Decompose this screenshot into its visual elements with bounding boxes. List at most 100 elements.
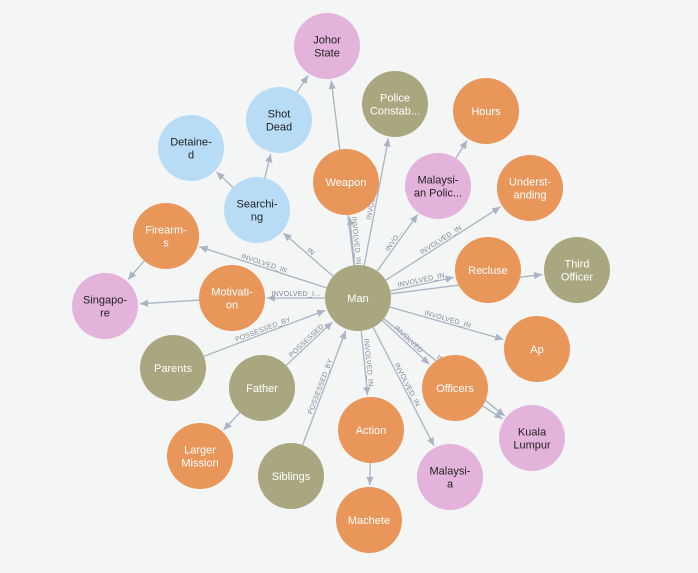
node-label: Action: [356, 425, 387, 437]
edge-malpol-hours: [455, 140, 468, 159]
edge-searching-shotdead: [264, 153, 273, 179]
node-circle: [497, 155, 563, 221]
edge-label: INVOLVED_IN: [350, 216, 362, 264]
edge-shotdead-johor: [296, 75, 309, 93]
edge-man-officers: [381, 319, 430, 365]
node-label: Malaysi-: [418, 175, 459, 187]
node-circle: [325, 265, 391, 331]
node-father[interactable]: Father: [229, 355, 295, 421]
edge-man-police: [363, 138, 391, 266]
edge-parents-man: [203, 309, 326, 357]
edge-label: INVOLVED_IN: [423, 310, 471, 330]
node-circle: [362, 71, 428, 137]
node-man[interactable]: Man: [325, 265, 391, 331]
node-circle: [199, 265, 265, 331]
node-label: Kuala: [518, 427, 547, 439]
node-circle: [72, 273, 138, 339]
node-label: Man: [347, 293, 368, 305]
node-label: State: [314, 48, 340, 60]
node-label: Singapo-: [83, 295, 127, 307]
node-label: Malaysi-: [430, 466, 471, 478]
node-label: a: [447, 479, 454, 491]
node-police[interactable]: PoliceConstab...: [362, 71, 428, 137]
node-firearms[interactable]: Firearm-s: [133, 203, 199, 269]
node-label: Weapon: [326, 177, 367, 189]
edge-man-malpol: [376, 214, 419, 272]
node-action[interactable]: Action: [338, 397, 404, 463]
node-circle: [294, 13, 360, 79]
edge-label: POSSESSED_BY: [307, 358, 334, 416]
node-circle: [422, 355, 488, 421]
node-singapore[interactable]: Singapo-re: [72, 273, 138, 339]
node-circle: [258, 443, 324, 509]
edge-man-action: [360, 330, 371, 396]
edge-man-firearms: [199, 245, 327, 289]
node-label: Third: [564, 259, 589, 271]
edge-man-ap: [389, 306, 504, 341]
node-label: Officer: [561, 272, 594, 284]
edge-label: INVOLVED_IN: [419, 225, 463, 257]
node-label: Dead: [266, 122, 292, 134]
node-understanding[interactable]: Underst-anding: [497, 155, 563, 221]
node-circle: [504, 316, 570, 382]
node-circle: [229, 355, 295, 421]
node-label: Siblings: [272, 471, 311, 483]
edge-label: INVOLVED_I...: [271, 291, 320, 298]
node-label: Underst-: [509, 177, 552, 189]
node-officers[interactable]: Officers: [422, 355, 488, 421]
node-label: ng: [251, 212, 263, 224]
node-searching[interactable]: Searchi-ng: [224, 177, 290, 243]
node-label: s: [163, 238, 169, 250]
node-label: Machete: [348, 515, 390, 527]
node-label: Hours: [471, 106, 501, 118]
node-label: d: [188, 150, 194, 162]
edge-officers-kl: [482, 405, 503, 420]
nodes-layer: ManJohorStatePoliceConstab...HoursShotDe…: [72, 13, 610, 553]
node-label: Shot: [268, 109, 291, 121]
node-label: re: [100, 308, 110, 320]
node-circle: [417, 444, 483, 510]
edge-label: IN: [305, 247, 315, 257]
edge-motivation-singapore: [139, 299, 200, 307]
node-circle: [405, 153, 471, 219]
edge-siblings-man: [302, 330, 347, 446]
node-label: Police: [380, 93, 410, 105]
edge-label: INVO...: [385, 229, 405, 253]
node-recluse[interactable]: Recluse: [455, 237, 521, 303]
node-malpol[interactable]: Malaysi-an Polic...: [405, 153, 471, 219]
edge-label: INVOLVED_IN: [393, 362, 421, 408]
node-hours[interactable]: Hours: [453, 78, 519, 144]
node-parents[interactable]: Parents: [140, 335, 206, 401]
node-label: Searchi-: [237, 199, 278, 211]
node-circle: [338, 397, 404, 463]
node-label: Motivati-: [211, 287, 253, 299]
node-ap[interactable]: Ap: [504, 316, 570, 382]
node-motivation[interactable]: Motivati-on: [199, 265, 265, 331]
node-label: Lumpur: [513, 440, 551, 452]
node-machete[interactable]: Machete: [336, 487, 402, 553]
edge-man-understanding: [385, 206, 501, 281]
node-circle: [133, 203, 199, 269]
node-label: anding: [513, 190, 546, 202]
node-label: Father: [246, 383, 278, 395]
edge-searching-detained: [216, 171, 234, 188]
node-weapon[interactable]: Weapon: [313, 149, 379, 215]
edge-man-searching: [282, 232, 334, 277]
node-circle: [140, 335, 206, 401]
node-siblings[interactable]: Siblings: [258, 443, 324, 509]
edge-firearms-singapore: [127, 260, 145, 281]
node-malaysia[interactable]: Malaysi-a: [417, 444, 483, 510]
node-circle: [336, 487, 402, 553]
node-circle: [499, 405, 565, 471]
node-circle: [224, 177, 290, 243]
node-label: Constab...: [370, 106, 420, 118]
node-detained[interactable]: Detaine-d: [158, 115, 224, 181]
edge-father-larger: [223, 411, 241, 431]
node-label: Mission: [181, 458, 218, 470]
